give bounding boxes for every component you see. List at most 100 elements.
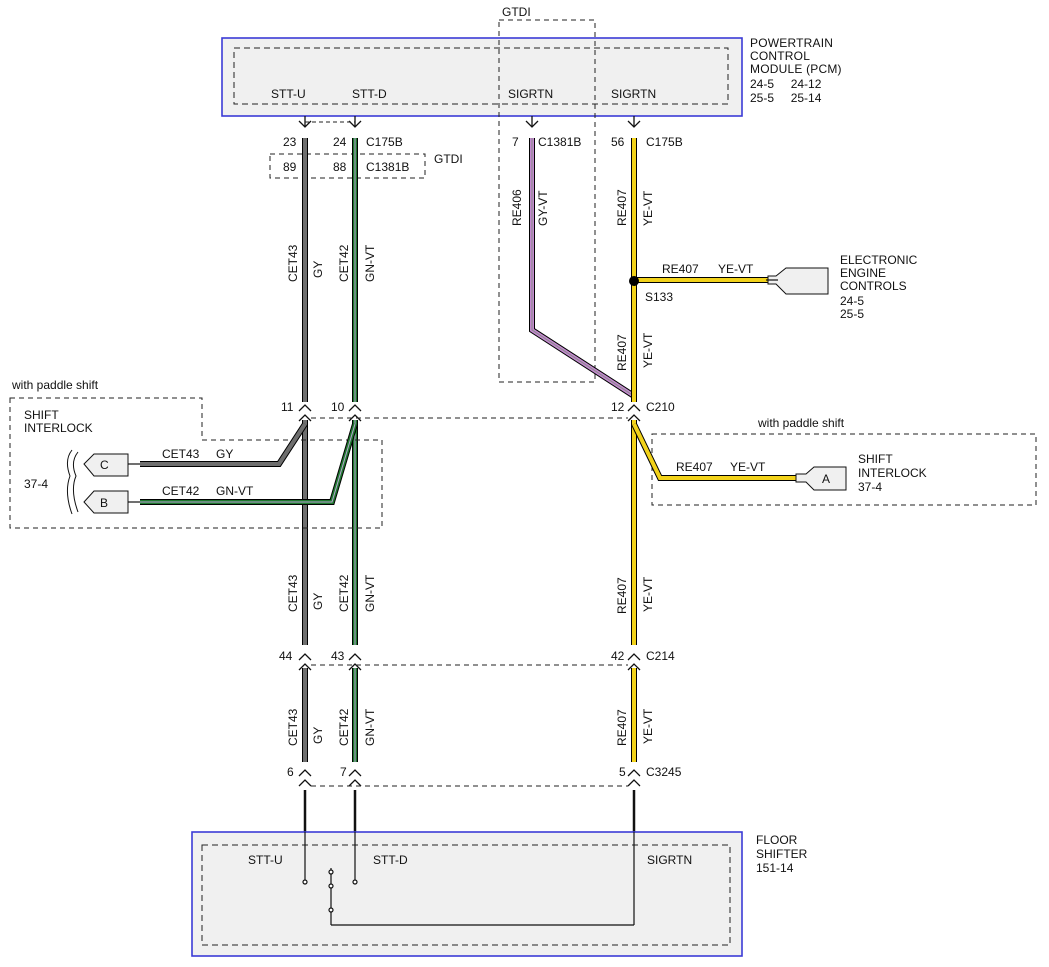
paddle-right-ref: 37-4 <box>858 480 882 494</box>
paddle-left-connector-c[interactable]: C <box>83 453 129 477</box>
label-yevt-mid: YE-VT <box>641 332 655 368</box>
eec-ref-line2: 25-5 <box>840 307 864 321</box>
paddle-left-wire-b-code: CET42 <box>162 484 200 498</box>
connector-c3245: C3245 <box>646 765 682 779</box>
pin-88: 88 <box>333 160 347 174</box>
connector-c214: C214 <box>646 649 675 663</box>
paddle-left-wire-b[interactable] <box>140 423 358 505</box>
splice-s133 <box>629 276 639 286</box>
paddle-left-title-line1: SHIFT <box>24 408 59 422</box>
paddle-left-pin-c: C <box>100 458 109 472</box>
connector-c1381b-mid: C1381B <box>538 135 581 149</box>
connector-chevrons-c214 <box>298 653 641 671</box>
paddle-right-title-line1: SHIFT <box>858 452 893 466</box>
label-re407-top: RE407 <box>615 189 629 226</box>
connector-c175b-right: C175B <box>646 135 683 149</box>
pin-23: 23 <box>283 135 297 149</box>
eec-connector[interactable] <box>766 267 829 295</box>
label-re407-mid: RE407 <box>615 334 629 371</box>
label-cet42-bottom: CET42 <box>337 708 351 746</box>
shifter-ref: 151-14 <box>756 861 794 875</box>
label-gy-bottom: GY <box>311 727 325 744</box>
gtdi-top-label: GTDI <box>502 5 531 19</box>
pin-56: 56 <box>611 135 625 149</box>
pin-11: 11 <box>281 400 294 414</box>
shifter-leads <box>303 790 636 832</box>
paddle-right-wire-color: YE-VT <box>730 460 766 474</box>
paddle-right-wire[interactable] <box>631 422 796 481</box>
label-cet42-lower: CET42 <box>337 574 351 612</box>
connector-c175b-left: C175B <box>366 135 403 149</box>
eec-title-line2: ENGINE <box>840 266 886 280</box>
pin-7: 7 <box>512 135 519 149</box>
paddle-left-note: with paddle shift <box>11 378 99 392</box>
paddle-left-wire-c-code: CET43 <box>162 447 200 461</box>
pcm-pin-sigrtn-2: SIGRTN <box>611 87 656 101</box>
connector-chevrons-c210 <box>298 404 641 422</box>
paddle-left-ref: 37-4 <box>24 477 48 491</box>
label-re407-bottom: RE407 <box>615 709 629 746</box>
eec-wire-color: YE-VT <box>718 262 754 276</box>
paddle-right-note: with paddle shift <box>757 416 845 430</box>
pin-24: 24 <box>333 135 347 149</box>
pin-7b: 7 <box>340 765 347 779</box>
pcm-pin-stt-u: STT-U <box>271 87 306 101</box>
paddle-right-wire-code: RE407 <box>676 460 713 474</box>
label-gnvt-upper: GN-VT <box>363 244 377 282</box>
paddle-left-title-line2: INTERLOCK <box>24 421 93 435</box>
label-cet42-upper: CET42 <box>337 244 351 282</box>
paddle-left-bracket-inner <box>72 451 79 513</box>
gtdi-region-top <box>498 19 596 383</box>
pcm-module[interactable]: STT-U STT-D SIGRTN SIGRTN <box>221 37 743 117</box>
paddle-right-pin-a: A <box>822 472 830 486</box>
pin-42: 42 <box>611 649 625 663</box>
label-gyvt: GY-VT <box>536 190 550 226</box>
paddle-left-wire-b-color: GN-VT <box>216 484 254 498</box>
pin-89: 89 <box>283 160 297 174</box>
shifter-title-line2: SHIFTER <box>756 847 808 861</box>
shifter-pin-stt-d: STT-D <box>373 853 408 867</box>
label-gy-upper: GY <box>311 261 325 278</box>
label-gnvt-bottom: GN-VT <box>363 708 377 746</box>
pcm-title-line2: CONTROL <box>750 49 810 63</box>
shifter-pin-sigrtn: SIGRTN <box>647 853 692 867</box>
paddle-left-connector-b[interactable]: B <box>83 490 129 514</box>
pin-44: 44 <box>279 649 293 663</box>
pin-43: 43 <box>331 649 345 663</box>
pcm-title-line1: POWERTRAIN <box>750 36 833 50</box>
splice-s133-label: S133 <box>645 290 673 304</box>
paddle-left-wire-c-color: GY <box>216 447 233 461</box>
floor-shifter-module[interactable]: STT-U STT-D SIGRTN <box>191 831 743 957</box>
wire-labels: CET43 GY CET42 GN-VT RE406 GY-VT RE407 Y… <box>286 189 655 746</box>
eec-title-line1: ELECTRONIC <box>840 253 918 267</box>
gtdi-mid-label: GTDI <box>434 152 463 166</box>
label-re406: RE406 <box>510 189 524 226</box>
connector-chevrons-c3245 <box>298 769 641 787</box>
shifter-title-line1: FLOOR <box>756 833 798 847</box>
paddle-left-bracket <box>66 449 73 515</box>
pcm-pin-stt-d: STT-D <box>352 87 387 101</box>
pcm-ref-line1: 24-5 24-12 <box>750 77 822 91</box>
paddle-left-wire-c[interactable] <box>140 422 308 467</box>
paddle-left-region <box>9 397 383 529</box>
label-re407-lower: RE407 <box>615 577 629 614</box>
connector-c210: C210 <box>646 400 675 414</box>
paddle-right-connector-a[interactable]: A <box>795 466 847 491</box>
label-yevt-bottom: YE-VT <box>641 708 655 744</box>
pin-10: 10 <box>331 400 345 414</box>
wire-re406-gyvt[interactable] <box>529 138 636 399</box>
pin-5: 5 <box>619 765 626 779</box>
paddle-right-region <box>651 433 1037 506</box>
eec-title-line3: CONTROLS <box>840 279 907 293</box>
eec-ref-line1: 24-5 <box>840 294 864 308</box>
paddle-left-pin-b: B <box>100 496 108 510</box>
label-gnvt-lower: GN-VT <box>363 574 377 612</box>
shifter-pin-stt-u: STT-U <box>248 853 283 867</box>
eec-wire-code: RE407 <box>662 262 699 276</box>
label-gy-lower: GY <box>311 593 325 610</box>
connector-c1381b-left: C1381B <box>366 160 409 174</box>
pin-12: 12 <box>611 400 625 414</box>
pcm-title-line3: MODULE (PCM) <box>750 62 842 76</box>
label-yevt-lower: YE-VT <box>641 576 655 612</box>
